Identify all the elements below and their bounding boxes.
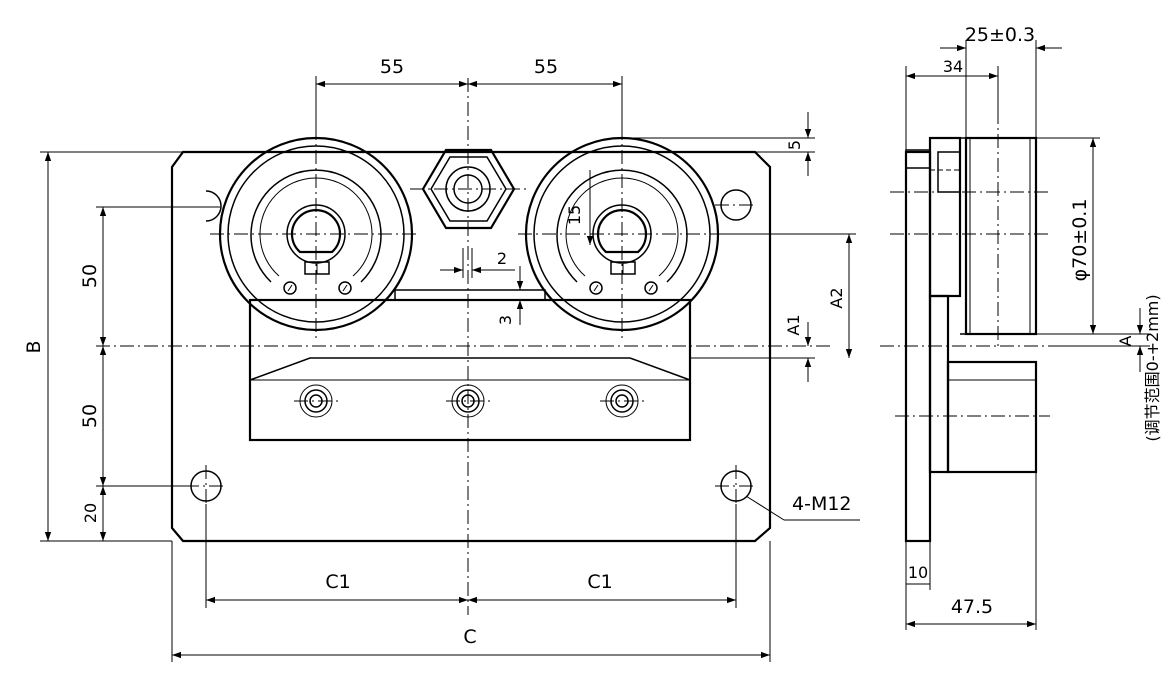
dim-top-offset: 5	[622, 112, 815, 176]
dim-5: 5	[785, 140, 804, 150]
dim-55-right: 55	[534, 56, 558, 78]
side-view: 25±0.3 34 φ70±0.1 A (调节范围0-+2mm)	[880, 24, 1162, 630]
dim-roller-width: 25±0.3	[940, 24, 1062, 138]
dim-a1: A1	[784, 314, 803, 335]
side-roller	[964, 136, 1038, 336]
dim-c1-right: C1	[587, 571, 612, 593]
dim-roller-diameter: φ70±0.1	[1036, 137, 1100, 335]
dim-2: 2	[497, 249, 507, 268]
dim-adjust-a: A (调节范围0-+2mm)	[1036, 294, 1162, 442]
callout-mount-holes: 4-M12	[745, 493, 860, 521]
dim-15: 15	[565, 205, 584, 225]
mount-holes	[185, 189, 757, 507]
dim-3: 3	[496, 315, 515, 325]
front-view: 55 55 5 15 2 3	[23, 56, 860, 662]
dim-roller-spacing: 55 55	[315, 56, 623, 130]
centerlines	[96, 78, 830, 615]
bolt-left	[294, 384, 338, 418]
dim-47-5: 47.5	[951, 596, 993, 618]
dim-gap-3: 3	[496, 266, 524, 325]
dim-angle-slot: 15	[565, 170, 594, 245]
dim-gap-2: 2	[440, 248, 515, 278]
callout-4-m12: 4-M12	[792, 493, 852, 515]
side-lower-block	[946, 360, 1038, 474]
dim-a2: A2	[827, 287, 846, 308]
dim-50-lower: 50	[79, 404, 101, 428]
dim-10: 10	[908, 563, 928, 582]
dim-offset-34: 34	[905, 57, 999, 152]
dim-left-vertical: B 50 50 20	[23, 151, 220, 542]
dim-c: C	[463, 626, 476, 648]
dim-bottom: C1 C1 C	[171, 504, 771, 662]
bolt-right	[600, 384, 644, 418]
note-adjust-range: (调节范围0-+2mm)	[1143, 294, 1162, 441]
dim-a1-a2: A2 A1	[690, 233, 856, 382]
dim-phi70: φ70±0.1	[1069, 199, 1091, 282]
dim-bottom-side: 10 47.5	[905, 472, 1037, 630]
dim-34: 34	[943, 57, 963, 76]
dim-20: 20	[81, 503, 100, 523]
side-mount-block	[928, 294, 950, 474]
dim-c1-left: C1	[325, 571, 350, 593]
base-plate	[170, 150, 772, 543]
dim-a: A	[1116, 335, 1135, 346]
dim-55-left: 55	[380, 56, 404, 78]
dim-25: 25±0.3	[965, 24, 1035, 46]
dim-b: B	[23, 340, 45, 353]
dim-50-upper: 50	[79, 264, 101, 288]
slot-bar	[394, 289, 546, 301]
